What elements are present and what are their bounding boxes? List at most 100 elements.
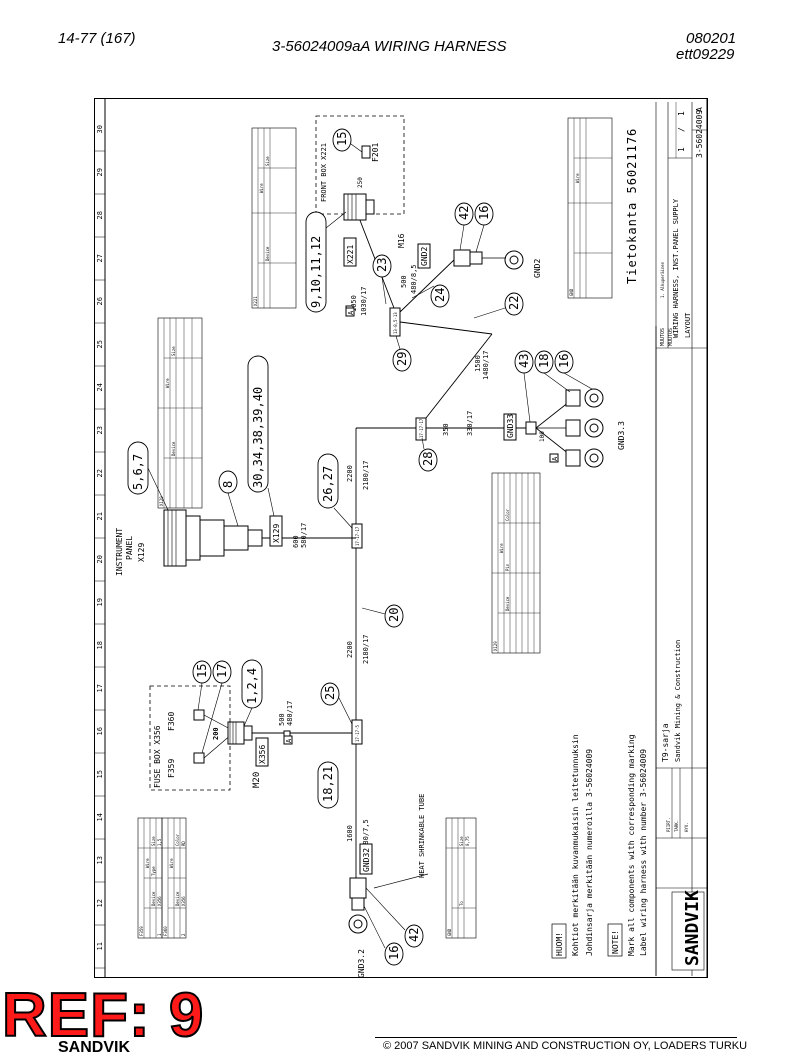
wire-table-f360: F360 Wire Device Color 2 X356 RD <box>161 817 187 939</box>
heat-tube-label: HEAT SHRINKABLE TUBE <box>418 794 426 878</box>
gnd32-tag: GND32 <box>362 848 371 872</box>
border-number: 21 <box>96 512 104 520</box>
document-date: 080201 <box>686 30 737 47</box>
balloon-18-21: 18,21 <box>317 761 339 809</box>
x221-tag: X221 <box>346 245 355 264</box>
balloon-28: 28 <box>418 437 438 472</box>
table-cell: Wire <box>259 183 264 193</box>
wire-table-gnd32: GND To Size 0,75 <box>445 817 477 939</box>
border-number: 26 <box>96 297 104 305</box>
balloon-30-34-38-39-40: 30,34,38,39,40 <box>247 355 275 517</box>
revision-mark: A <box>551 456 559 461</box>
drawing-number: 3-56024009 <box>695 110 704 158</box>
gnd3-3-label: GND3.3 <box>617 421 626 450</box>
wire-table-x221: X221 Wire Device Size <box>251 127 297 309</box>
x356-tag: X356 <box>258 745 267 764</box>
svg-text:17: 17 <box>215 664 229 678</box>
table-cell: 1,5 <box>157 838 162 846</box>
svg-text:42: 42 <box>407 928 421 942</box>
border-number: 23 <box>96 426 104 434</box>
border-number: 30 <box>96 125 104 133</box>
splice-3 <box>415 417 427 441</box>
dim-480: 480/17 <box>286 701 294 726</box>
wire-table-gnd2: GND Wire <box>567 117 613 299</box>
border-number: 19 <box>96 598 104 606</box>
splice-code: 17-17-5 <box>355 725 360 742</box>
dim-1580: 1580/7,5 <box>362 819 370 853</box>
table-cell: 0,75 <box>465 836 470 846</box>
title-block: MUUTOS MUUTOS 1. Alkuperäinen 1 / 1 WIRI… <box>655 102 708 976</box>
ref-stamp: REF: 9 <box>1 981 205 1050</box>
balloon-42-gnd3-2: 42 <box>365 887 424 948</box>
checked-label: TARK. <box>674 820 679 832</box>
table-cell: GND <box>569 288 574 296</box>
dim-2180-b: 2180/17 <box>362 460 370 490</box>
table-cell: Size <box>459 836 464 846</box>
front-box-label: FRONT BOX X221 <box>320 143 328 202</box>
table-cell: Size <box>151 836 156 846</box>
dim-2180: 2180/17 <box>362 634 370 664</box>
revision-mark: A <box>285 738 293 743</box>
sheet-separator: / <box>677 127 686 132</box>
drawing-name-1: WIRING HARNESS, INST.PANEL SUPPLY <box>672 198 680 338</box>
document-title: 3-56024009aA WIRING HARNESS <box>272 38 507 55</box>
svg-text:29: 29 <box>395 352 409 366</box>
revision-letter: A <box>695 107 704 112</box>
table-cell: Wire <box>169 858 174 868</box>
table-cell: Size <box>171 346 176 356</box>
border-number: 13 <box>96 856 104 864</box>
balloon-17: 17 <box>201 660 232 754</box>
dim-1480: 1480/17 <box>482 350 490 380</box>
connector-x221 <box>343 193 375 221</box>
balloon-16-gnd3-3: 16 <box>554 350 593 390</box>
balloon-25: 25 <box>320 682 353 725</box>
table-cell: Device <box>505 596 510 611</box>
table-cell: To <box>459 901 464 906</box>
muutos-label-2: MUUTOS <box>668 328 674 346</box>
approved-label: HYV. <box>684 822 689 832</box>
table-cell: Pin <box>505 563 510 571</box>
svg-text:16: 16 <box>557 354 571 368</box>
border-number: 28 <box>96 211 104 219</box>
table-cell: X356 <box>181 896 186 906</box>
svg-text:42: 42 <box>457 206 471 220</box>
svg-text:22: 22 <box>507 296 521 310</box>
huom-label: HUOM! <box>555 932 564 956</box>
dim-330: 330/17 <box>466 411 474 436</box>
svg-text:25: 25 <box>323 686 337 700</box>
front-box-outline <box>315 115 405 215</box>
table-cell: Size <box>265 156 270 166</box>
border-number: 20 <box>96 555 104 563</box>
svg-text:18: 18 <box>537 354 551 368</box>
wiring-diagram: 1112131415161718192021222324252627282930… <box>94 98 708 978</box>
wire-table-center: X129 Wire Device Pin Color <box>491 472 541 654</box>
wire-gnd2 <box>399 257 457 313</box>
table-cell: RD <box>181 841 186 846</box>
balloon-23: 23 <box>372 254 392 305</box>
border-number: 22 <box>96 469 104 477</box>
svg-text:15: 15 <box>195 664 209 678</box>
x129-label: X129 <box>137 543 146 562</box>
svg-text:26,27: 26,27 <box>321 466 335 502</box>
border-number: 16 <box>96 727 104 735</box>
table-cell: X356 <box>157 896 162 906</box>
balloon-20: 20 <box>361 604 404 628</box>
table-cell: X129 <box>493 641 498 651</box>
ring-terminal-gnd3-2 <box>348 877 368 934</box>
border-number: 24 <box>96 383 104 391</box>
balloon-15-front: 15 <box>332 128 363 153</box>
m20-label: M20 <box>252 772 262 788</box>
table-cell: Device <box>151 891 156 906</box>
x129-tag: X129 <box>272 524 281 543</box>
note-label: NOTE! <box>611 930 620 954</box>
border-number: 11 <box>96 942 104 950</box>
svg-text:28: 28 <box>421 452 435 466</box>
tietokanta-label: Tietokanta 56021176 <box>625 128 639 284</box>
series-label: T9-sarja <box>661 723 670 762</box>
dim-500-b: 500 <box>400 275 408 288</box>
table-cell: Type <box>151 866 156 876</box>
svg-text:23: 23 <box>375 258 389 272</box>
x129-tag-box <box>269 515 283 547</box>
border-number: 14 <box>96 813 104 821</box>
